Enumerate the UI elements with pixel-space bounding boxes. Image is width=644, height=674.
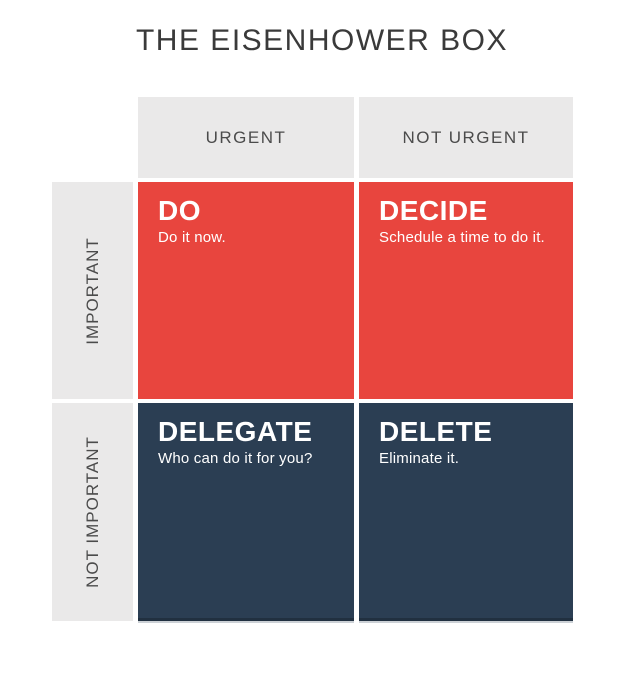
quadrant-delegate-title: DELEGATE xyxy=(158,416,313,447)
column-header-not-urgent: NOT URGENT xyxy=(359,97,573,178)
quadrant-decide: DECIDE Schedule a time to do it. xyxy=(359,182,573,399)
quadrant-do-subtitle: Do it now. xyxy=(158,228,226,246)
quadrant-delete-title: DELETE xyxy=(379,416,493,447)
row-header-important: IMPORTANT xyxy=(52,182,133,399)
quadrant-delete: DELETE Eliminate it. xyxy=(359,403,573,621)
page-title: THE EISENHOWER BOX xyxy=(135,24,509,57)
quadrant-decide-title: DECIDE xyxy=(379,195,488,226)
row-header-not-important: NOT IMPORTANT xyxy=(52,403,133,621)
quadrant-delegate: DELEGATE Who can do it for you? xyxy=(138,403,354,621)
matrix-grid: URGENT NOT URGENT IMPORTANT DO Do it now… xyxy=(52,97,573,621)
quadrant-decide-subtitle: Schedule a time to do it. xyxy=(379,228,545,246)
column-header-urgent: URGENT xyxy=(138,97,354,178)
quadrant-do-title: DO xyxy=(158,195,201,226)
quadrant-delete-subtitle: Eliminate it. xyxy=(379,449,460,467)
row-header-not-important-label: NOT IMPORTANT xyxy=(82,436,102,588)
quadrant-do: DO Do it now. xyxy=(138,182,354,399)
row-header-important-label: IMPORTANT xyxy=(82,236,102,345)
corner-spacer xyxy=(52,97,133,178)
quadrant-delegate-subtitle: Who can do it for you? xyxy=(158,449,313,467)
